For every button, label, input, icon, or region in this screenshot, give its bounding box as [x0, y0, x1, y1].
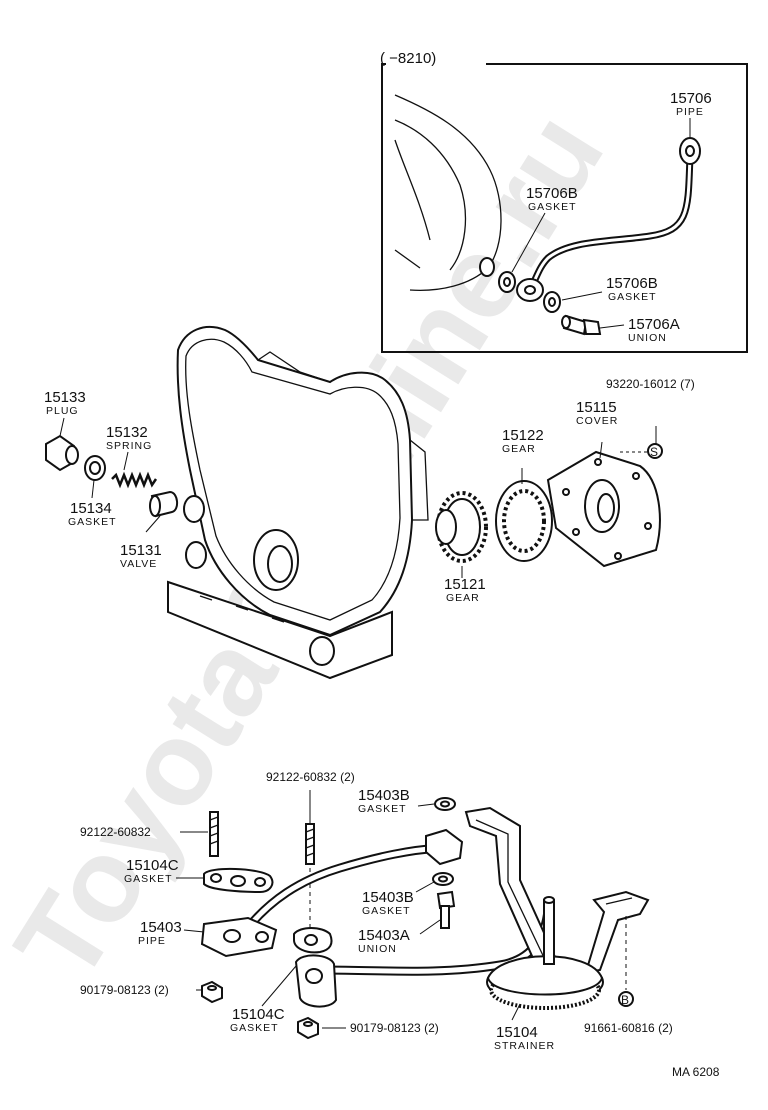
svg-text:15706: 15706 [670, 90, 712, 107]
svg-text:90179-08123 (2): 90179-08123 (2) [350, 1021, 439, 1035]
label-91661: 91661-60816 (2) [584, 1021, 673, 1035]
label-92122-left: 92122-60832 [80, 825, 151, 839]
svg-text:93220-16012 (7): 93220-16012 (7) [606, 377, 695, 391]
svg-text:GEAR: GEAR [446, 592, 480, 604]
svg-text:15121: 15121 [444, 576, 486, 593]
svg-text:15134: 15134 [70, 500, 112, 517]
svg-text:15131: 15131 [120, 542, 162, 559]
svg-text:STRAINER: STRAINER [494, 1040, 555, 1052]
svg-text:90179-08123 (2): 90179-08123 (2) [80, 983, 169, 997]
label-15115: 15115 COVER [576, 399, 618, 427]
svg-text:15104C: 15104C [232, 1006, 285, 1023]
svg-text:15706B: 15706B [526, 185, 578, 202]
svg-text:GASKET: GASKET [68, 516, 117, 528]
svg-text:GASKET: GASKET [362, 905, 411, 917]
label-15104c-b: 15104C GASKET [230, 1006, 285, 1034]
timing-cover-housing [167, 325, 429, 680]
nut-90179-left [201, 980, 223, 1004]
svg-text:15403B: 15403B [358, 787, 410, 804]
svg-text:15403B: 15403B [362, 889, 414, 906]
svg-text:PIPE: PIPE [676, 106, 704, 118]
strainer-15104 [464, 806, 650, 1010]
svg-text:15403A: 15403A [358, 927, 410, 944]
svg-text:15133: 15133 [44, 389, 86, 406]
svg-text:GASKET: GASKET [528, 201, 577, 213]
svg-text:GEAR: GEAR [502, 443, 536, 455]
spring-15132 [111, 471, 158, 489]
label-93220: 93220-16012 (7) [606, 377, 695, 391]
svg-text:PIPE: PIPE [138, 935, 166, 947]
svg-text:UNION: UNION [358, 943, 397, 955]
marker-s: S [650, 445, 658, 459]
svg-text:GASKET: GASKET [124, 873, 173, 885]
label-15104c-a: 15104C GASKET [124, 857, 179, 885]
label-15706b-a: 15706B GASKET [526, 185, 578, 213]
union-bolt-15706a [561, 314, 602, 336]
nut-90179-bottom [297, 1016, 319, 1040]
svg-text:SPRING: SPRING [106, 440, 152, 452]
svg-text:UNION: UNION [628, 332, 667, 344]
svg-text:VALVE: VALVE [120, 558, 157, 570]
label-15122: 15122 GEAR [502, 427, 544, 455]
svg-text:COVER: COVER [576, 415, 618, 427]
svg-text:15706B: 15706B [606, 275, 658, 292]
svg-text:92122-60832: 92122-60832 [80, 825, 151, 839]
label-15104: 15104 STRAINER [494, 1024, 555, 1052]
label-15121: 15121 GEAR [444, 576, 486, 604]
svg-text:GASKET: GASKET [230, 1022, 279, 1034]
label-15706b-b: 15706B GASKET [606, 275, 658, 303]
gear-15121 [435, 491, 488, 563]
label-15131: 15131 VALVE [120, 542, 162, 570]
label-90179-bottom: 90179-08123 (2) [350, 1021, 439, 1035]
svg-text:15104C: 15104C [126, 857, 179, 874]
svg-text:15706A: 15706A [628, 316, 680, 333]
svg-text:92122-60832 (2): 92122-60832 (2) [266, 770, 355, 784]
label-15706a: 15706A UNION [628, 316, 680, 344]
label-15134: 15134 GASKET [68, 500, 117, 528]
cover-15115 [546, 441, 661, 568]
label-90179-left: 90179-08123 (2) [80, 983, 169, 997]
marker-b-circle [618, 991, 634, 1007]
stud-92122-left [209, 811, 219, 857]
label-15133: 15133 PLUG [44, 389, 86, 417]
gear-15122 [495, 480, 553, 562]
svg-text:15104: 15104 [496, 1024, 538, 1041]
svg-text:15115: 15115 [576, 399, 617, 416]
inset-box: ( −8210) [380, 50, 748, 353]
svg-text:GASKET: GASKET [608, 291, 657, 303]
svg-text:15132: 15132 [106, 424, 148, 441]
svg-text:15122: 15122 [502, 427, 544, 444]
stud-92122-top [305, 790, 315, 865]
union-bolt-15403a [419, 890, 456, 935]
label-15403a: 15403A UNION [358, 927, 410, 955]
svg-text:91661-60816 (2): 91661-60816 (2) [584, 1021, 673, 1035]
relief-valve-parts [45, 417, 178, 533]
label-15132: 15132 SPRING [106, 424, 152, 452]
label-15403: 15403 PIPE [138, 919, 182, 947]
pipe-15403 [200, 828, 553, 976]
marker-s-circle [647, 443, 663, 459]
svg-text:PLUG: PLUG [46, 405, 79, 417]
svg-text:15403: 15403 [140, 919, 182, 936]
label-92122-top: 92122-60832 (2) [266, 770, 355, 784]
diagram-code: MA 6208 [672, 1065, 720, 1079]
marker-b: B [621, 993, 629, 1007]
svg-text:GASKET: GASKET [358, 803, 407, 815]
label-15403b-a: 15403B GASKET [358, 787, 410, 815]
inset-range-label: ( −8210) [380, 50, 436, 67]
label-15403b-b: 15403B GASKET [362, 889, 414, 917]
label-15706: 15706 PIPE [670, 90, 712, 118]
